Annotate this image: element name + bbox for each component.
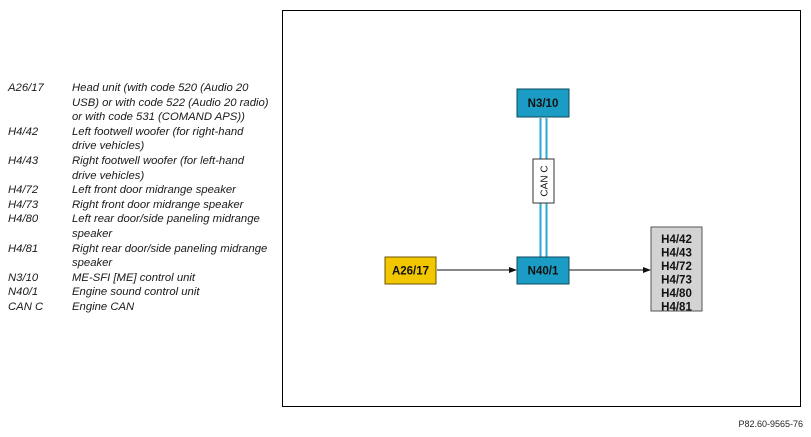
can-c-label-text: CAN C: [540, 165, 551, 196]
n40-1-label: N40/1: [528, 266, 559, 278]
n40-1-node: N40/1: [516, 256, 570, 285]
legend-code: H4/80: [8, 213, 39, 226]
speaker-group-node: H4/42 H4/43 H4/72 H4/73 H4/80 H4/81: [650, 226, 703, 314]
can-c-label-box: [532, 158, 555, 204]
legend-code: CAN C: [8, 300, 44, 313]
a26-17-node: A26/17: [384, 256, 437, 285]
legend-row-h4-43: H4/43 Right footwell woofer (for left-ha…: [8, 154, 270, 183]
legend-code: N3/10: [8, 271, 39, 284]
legend-row-h4-42: H4/42 Left footwell woofer (for right-ha…: [8, 125, 270, 154]
legend-description: Left footwell woofer (for right-hand dri…: [72, 125, 244, 153]
legend-description: Right rear door/side paneling midrange s…: [72, 242, 268, 270]
speaker-label-h4-43: H4/43: [661, 248, 692, 260]
legend-code: H4/42: [8, 125, 39, 138]
legend-description: Left rear door/side paneling midrange sp…: [72, 213, 260, 240]
legend-row-h4-80: H4/80 Left rear door/side paneling midra…: [8, 212, 270, 241]
legend-code: H4/81: [8, 242, 39, 255]
n3-10-box: [516, 88, 570, 118]
speaker-label-h4-80: H4/80: [661, 288, 692, 300]
a26-17-box: [384, 256, 437, 285]
speaker-label-h4-72: H4/72: [661, 261, 692, 273]
diagram-frame: [282, 10, 801, 407]
legend-description: Head unit (with code 520 (Audio 20 USB) …: [72, 82, 269, 124]
n3-10-node: N3/10: [516, 88, 570, 118]
legend-code: A26/17: [8, 82, 44, 94]
legend-description: Engine CAN: [72, 300, 135, 313]
legend-description: ME-SFI [ME] control unit: [72, 271, 196, 284]
speaker-label-h4-73: H4/73: [661, 275, 692, 287]
legend-row-h4-81: H4/81 Right rear door/side paneling midr…: [8, 242, 270, 271]
legend-description: Right footwell woofer (for left-hand dri…: [72, 154, 245, 182]
figure-id: P82.60-9565-76: [738, 419, 803, 429]
legend-description: Engine sound control unit: [72, 286, 200, 299]
n3-10-label: N3/10: [528, 98, 559, 110]
speaker-label-h4-42: H4/42: [661, 234, 692, 246]
legend-row-a26-17: A26/17 Head unit (with code 520 (Audio 2…: [8, 81, 270, 125]
a26-17-label: A26/17: [392, 266, 429, 278]
n40-1-box: [516, 256, 570, 285]
legend-row-n40-1: N40/1 Engine sound control unit: [8, 285, 270, 300]
legend: A26/17 Head unit (with code 520 (Audio 2…: [8, 81, 270, 315]
legend-row-can-c: CAN C Engine CAN: [8, 300, 270, 315]
can-c-label: CAN C: [532, 158, 555, 204]
legend-code: H4/72: [8, 184, 39, 197]
speaker-label-h4-81: H4/81: [661, 302, 692, 314]
legend-code: N40/1: [8, 286, 39, 299]
legend-description: Right front door midrange speaker: [72, 198, 244, 211]
legend-code: H4/73: [8, 198, 39, 211]
legend-description: Left front door midrange speaker: [72, 184, 236, 197]
legend-row-n3-10: N3/10 ME-SFI [ME] control unit: [8, 271, 270, 286]
legend-row-h4-73: H4/73 Right front door midrange speaker: [8, 198, 270, 213]
legend-row-h4-72: H4/72 Left front door midrange speaker: [8, 183, 270, 198]
legend-code: H4/43: [8, 154, 39, 167]
speaker-group-box: [650, 226, 703, 312]
